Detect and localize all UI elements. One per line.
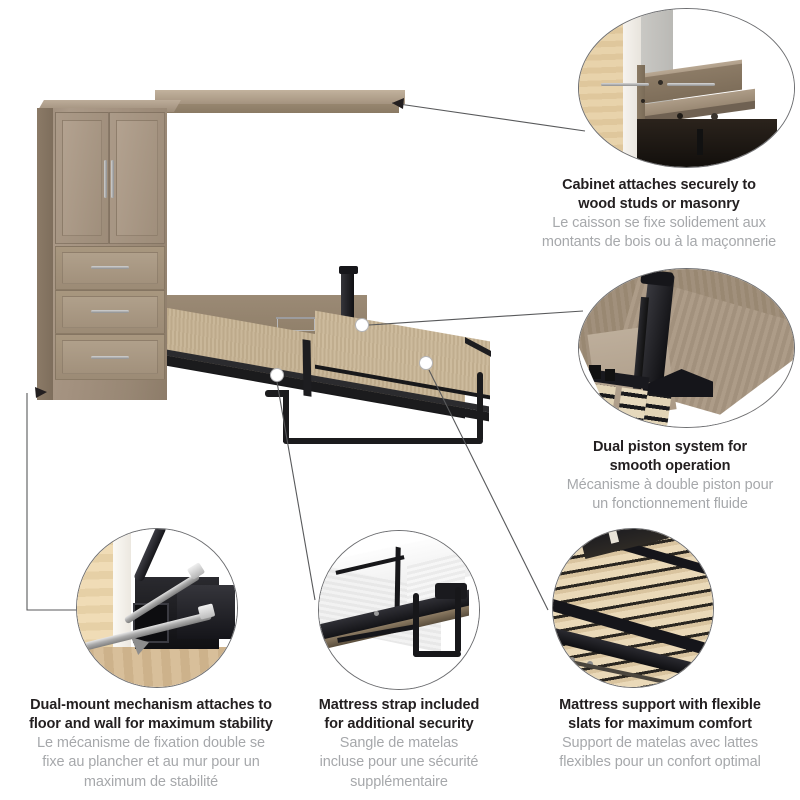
dual-piston-photo (578, 268, 795, 428)
cabinet-drawer-3-handle[interactable] (91, 356, 129, 359)
screw-hole-4 (711, 113, 718, 120)
bed-cabinet-interior (166, 113, 378, 168)
caption-title-fr-line1: Mécanisme à double piston pour (566, 477, 774, 494)
rail-tab-1 (589, 365, 601, 379)
leg-right (455, 587, 461, 653)
screw-hole-3 (677, 113, 683, 119)
bed-platform (165, 307, 495, 444)
caption-dual-mount: Dual-mount mechanism attaches to floor a… (10, 696, 292, 792)
cabinet-drawer-1-handle[interactable] (91, 266, 129, 269)
wood-wall (77, 529, 117, 649)
cabinet-drawer-2-handle[interactable] (91, 310, 129, 313)
dual-mount-screws-photo (76, 528, 238, 688)
support-leg-foot (265, 390, 289, 397)
cabinet-door-left[interactable] (55, 112, 109, 244)
cabinet-door-handle-right[interactable] (111, 160, 114, 198)
mattress-strap-photo (318, 530, 480, 690)
support-leg-crossbar (283, 438, 483, 444)
caption-title-fr-line2: fixe au plancher et au mur pour un (42, 754, 260, 771)
cabinet-shadow (637, 119, 777, 167)
caption-title-fr-line1: Le caisson se fixe solidement aux (552, 215, 766, 232)
caption-title-en-line1: Mattress strap included (318, 697, 480, 713)
callout-dot-mattress-strap (270, 368, 284, 382)
callout-dot-dual-piston (355, 318, 369, 332)
cabinet-drawer-2[interactable] (55, 290, 165, 334)
leg-crossbar (413, 651, 461, 657)
cabinet-door-handle-left[interactable] (104, 160, 107, 198)
cabinet-door-left-panel (62, 120, 102, 236)
leader-line-dual-mount (26, 393, 78, 611)
caption-title-en-line2: wood studs or masonry (578, 196, 740, 213)
caption-title-fr-line2: montants de bois ou à la maçonnerie (541, 234, 777, 251)
mounting-screw-2 (667, 83, 715, 86)
support-leg-right (477, 372, 483, 442)
screw-hole-2 (641, 99, 645, 103)
wood-stud (579, 9, 627, 167)
caption-title-en-line1: Dual-mount mechanism attaches to (30, 697, 272, 713)
bed-cabinet-top-edge (155, 104, 399, 113)
frame-corner-bracket (435, 583, 467, 599)
cabinet-door-right-panel (116, 120, 158, 236)
caption-title-en-line1: Cabinet attaches securely to (562, 177, 756, 193)
cabinet-side-edge (637, 65, 645, 123)
screw-hole-1 (658, 80, 663, 85)
caption-title-fr-line3: supplémentaire (350, 773, 448, 790)
caption-flexible-slats: Mattress support with flexible slats for… (520, 696, 800, 773)
platform-center-spine (302, 339, 312, 397)
slats-visible-3 (642, 393, 672, 427)
flexible-slats-photo (552, 528, 714, 688)
caption-title-fr-line2: un fonctionnement fluide (592, 496, 748, 513)
caption-title-fr-line1: Le mécanisme de fixation double se (37, 735, 265, 752)
wood-floor (77, 647, 237, 687)
caption-title-en-line2: slats for maximum comfort (568, 716, 752, 733)
caption-cabinet-attachment: Cabinet attaches securely to wood studs … (518, 176, 800, 253)
caption-mattress-strap: Mattress strap included for additional s… (294, 696, 504, 792)
internal-bracket (697, 129, 703, 155)
caption-title-en-line2: floor and wall for maximum stability (29, 716, 273, 733)
caption-title-fr-line2: flexibles pour un confort optimal (559, 754, 761, 771)
caption-dual-piston: Dual piston system for smooth operation … (540, 438, 800, 515)
product-illustration (25, 80, 545, 444)
piston-cap (339, 266, 358, 274)
caption-title-fr-line1: Sangle de matelas (339, 735, 459, 752)
mounting-screw-1 (601, 83, 649, 86)
caption-title-en-line2: for additional security (324, 716, 474, 733)
caption-title-en-line2: smooth operation (609, 458, 731, 475)
storage-cabinet-left-side (37, 108, 53, 400)
caption-title-fr-line3: maximum de stabilité (83, 773, 219, 790)
bed-cabinet-right-panel (365, 113, 381, 353)
cabinet-drawer-2-panel (62, 296, 158, 328)
headboard-bracket-right-top (276, 317, 316, 319)
rail-tab-2 (605, 369, 615, 381)
support-leg-left (283, 390, 289, 442)
cabinet-drawer-1-panel (62, 252, 158, 284)
caption-title-fr-line1: Support de matelas avec lattes (561, 735, 759, 752)
cabinet-wall-screws-photo (578, 8, 795, 168)
callout-dot-flexible-slats (419, 356, 433, 370)
caption-title-en-line1: Dual piston system for (592, 439, 748, 455)
frame-rivet (374, 611, 379, 616)
cabinet-door-right[interactable] (109, 112, 165, 244)
bed-cabinet-top-surface (155, 90, 405, 104)
caption-title-fr-line2: incluse pour une sécurité (319, 754, 479, 771)
caption-title-en-line1: Mattress support with flexible (559, 697, 761, 713)
